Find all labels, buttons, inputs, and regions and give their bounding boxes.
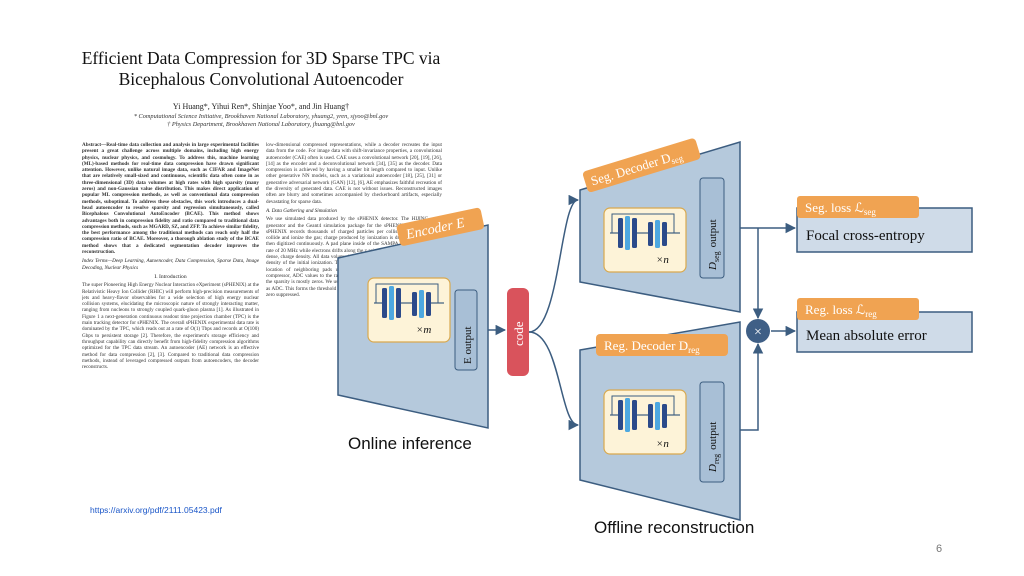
affiliation-2: † Physics Department, Brookhaven Nationa… [167,121,355,128]
encoder-panel: Encoder E ×m E output [337,207,489,429]
paper-column-left: Abstract—Real-time data collection and a… [82,142,259,484]
seg-output-word: output [707,219,719,247]
reg-output-sub: reg [712,454,721,464]
reg-output-d: D [707,464,719,473]
offline-reconstruction-label: Offline reconstruction [594,518,755,537]
seg-loss-name: Focal cross-entropy [806,228,925,244]
online-inference-label: Online inference [348,434,472,453]
svg-text:Reg. loss ℒreg: Reg. loss ℒreg [805,302,877,319]
reg-decoder-sub: reg [688,345,700,355]
affiliation-1: * Computational Science Initiative, Broo… [133,113,389,120]
encoder-repeat: ×m [416,324,431,336]
seg-output-box [699,177,725,279]
reg-output-box [699,381,725,483]
reg-loss-label: Reg. loss ℒ [805,302,865,317]
seg-loss-sub: seg [864,207,876,217]
encoder-output-box [454,289,478,371]
seg-decoder-sub: seg [670,153,685,166]
reg-output-word: output [707,422,719,450]
reg-decoder-label: Reg. Decoder D [604,338,688,353]
seg-output-sub: seg [712,251,721,262]
seg-output-d: D [707,262,719,271]
index-terms: Index Terms—Deep Learning, Autoencoder, … [82,258,259,271]
seg-loss-label: Seg. loss ℒ [805,200,864,215]
reg-loss-box: Reg. loss ℒreg Mean absolute error [796,298,973,353]
paper-abstract: Abstract—Real-time data collection and a… [82,142,259,255]
multiply-symbol: × [754,325,762,340]
abstract-text: Abstract—Real-time data collection and a… [82,142,259,256]
reg-decoder-tag: Reg. Decoder Dreg [596,334,728,356]
paper-authors: Yi Huang*, Yihui Ren*, Shinjae Yoo*, and… [172,102,350,111]
paper-title-line1: Efficient Data Compression for 3D Sparse… [81,48,441,68]
code-label: code [511,321,526,346]
reg-loss-sub: reg [865,309,877,319]
reg-block-group: ×n [603,389,687,455]
paper-title-line2: Bicephalous Convolutional Autoencoder [118,69,404,89]
seg-block-group: ×n [603,207,687,273]
code-block: code [507,288,529,376]
reg-repeat: ×n [656,438,669,450]
paper-affiliations: * Computational Science Initiative, Broo… [72,113,450,129]
reg-loss-name: Mean absolute error [806,328,927,344]
intro-heading: I. Introduction [154,273,187,280]
paper-fade [72,418,450,488]
source-link[interactable]: https://arxiv.org/pdf/2111.05423.pdf [90,505,222,515]
reg-decoder-panel: Reg. Decoder Dreg ×n Dregoutput [579,321,741,521]
multiply-node: × [746,319,770,343]
paper-title: Efficient Data Compression for 3D Sparse… [72,48,450,90]
encoder-block-group: ×m [367,277,451,343]
seg-repeat: ×n [656,254,669,266]
intro-text: The super Pioneering High Energy Nuclear… [82,282,259,371]
svg-text:Dregoutput: Dreg output [707,422,721,473]
svg-text:Seg. loss ℒseg: Seg. loss ℒseg [805,200,876,217]
svg-text:Reg. Decoder Dreg: Reg. Decoder Dreg [604,338,700,355]
right-heading: A. Data Gathering and Simulation [266,207,337,214]
svg-text:Dsegoutput: Dseg output [707,219,721,271]
seg-decoder-panel: Seg. Decoder Dseg ×n Dsegoutput [579,138,741,313]
right-text-1: low-dimensional compressed representatio… [266,142,442,205]
encoder-output-label: E output [462,326,474,364]
seg-loss-box: Seg. loss ℒseg Focal cross-entropy [796,196,973,253]
slide-page-number: 6 [936,543,943,555]
